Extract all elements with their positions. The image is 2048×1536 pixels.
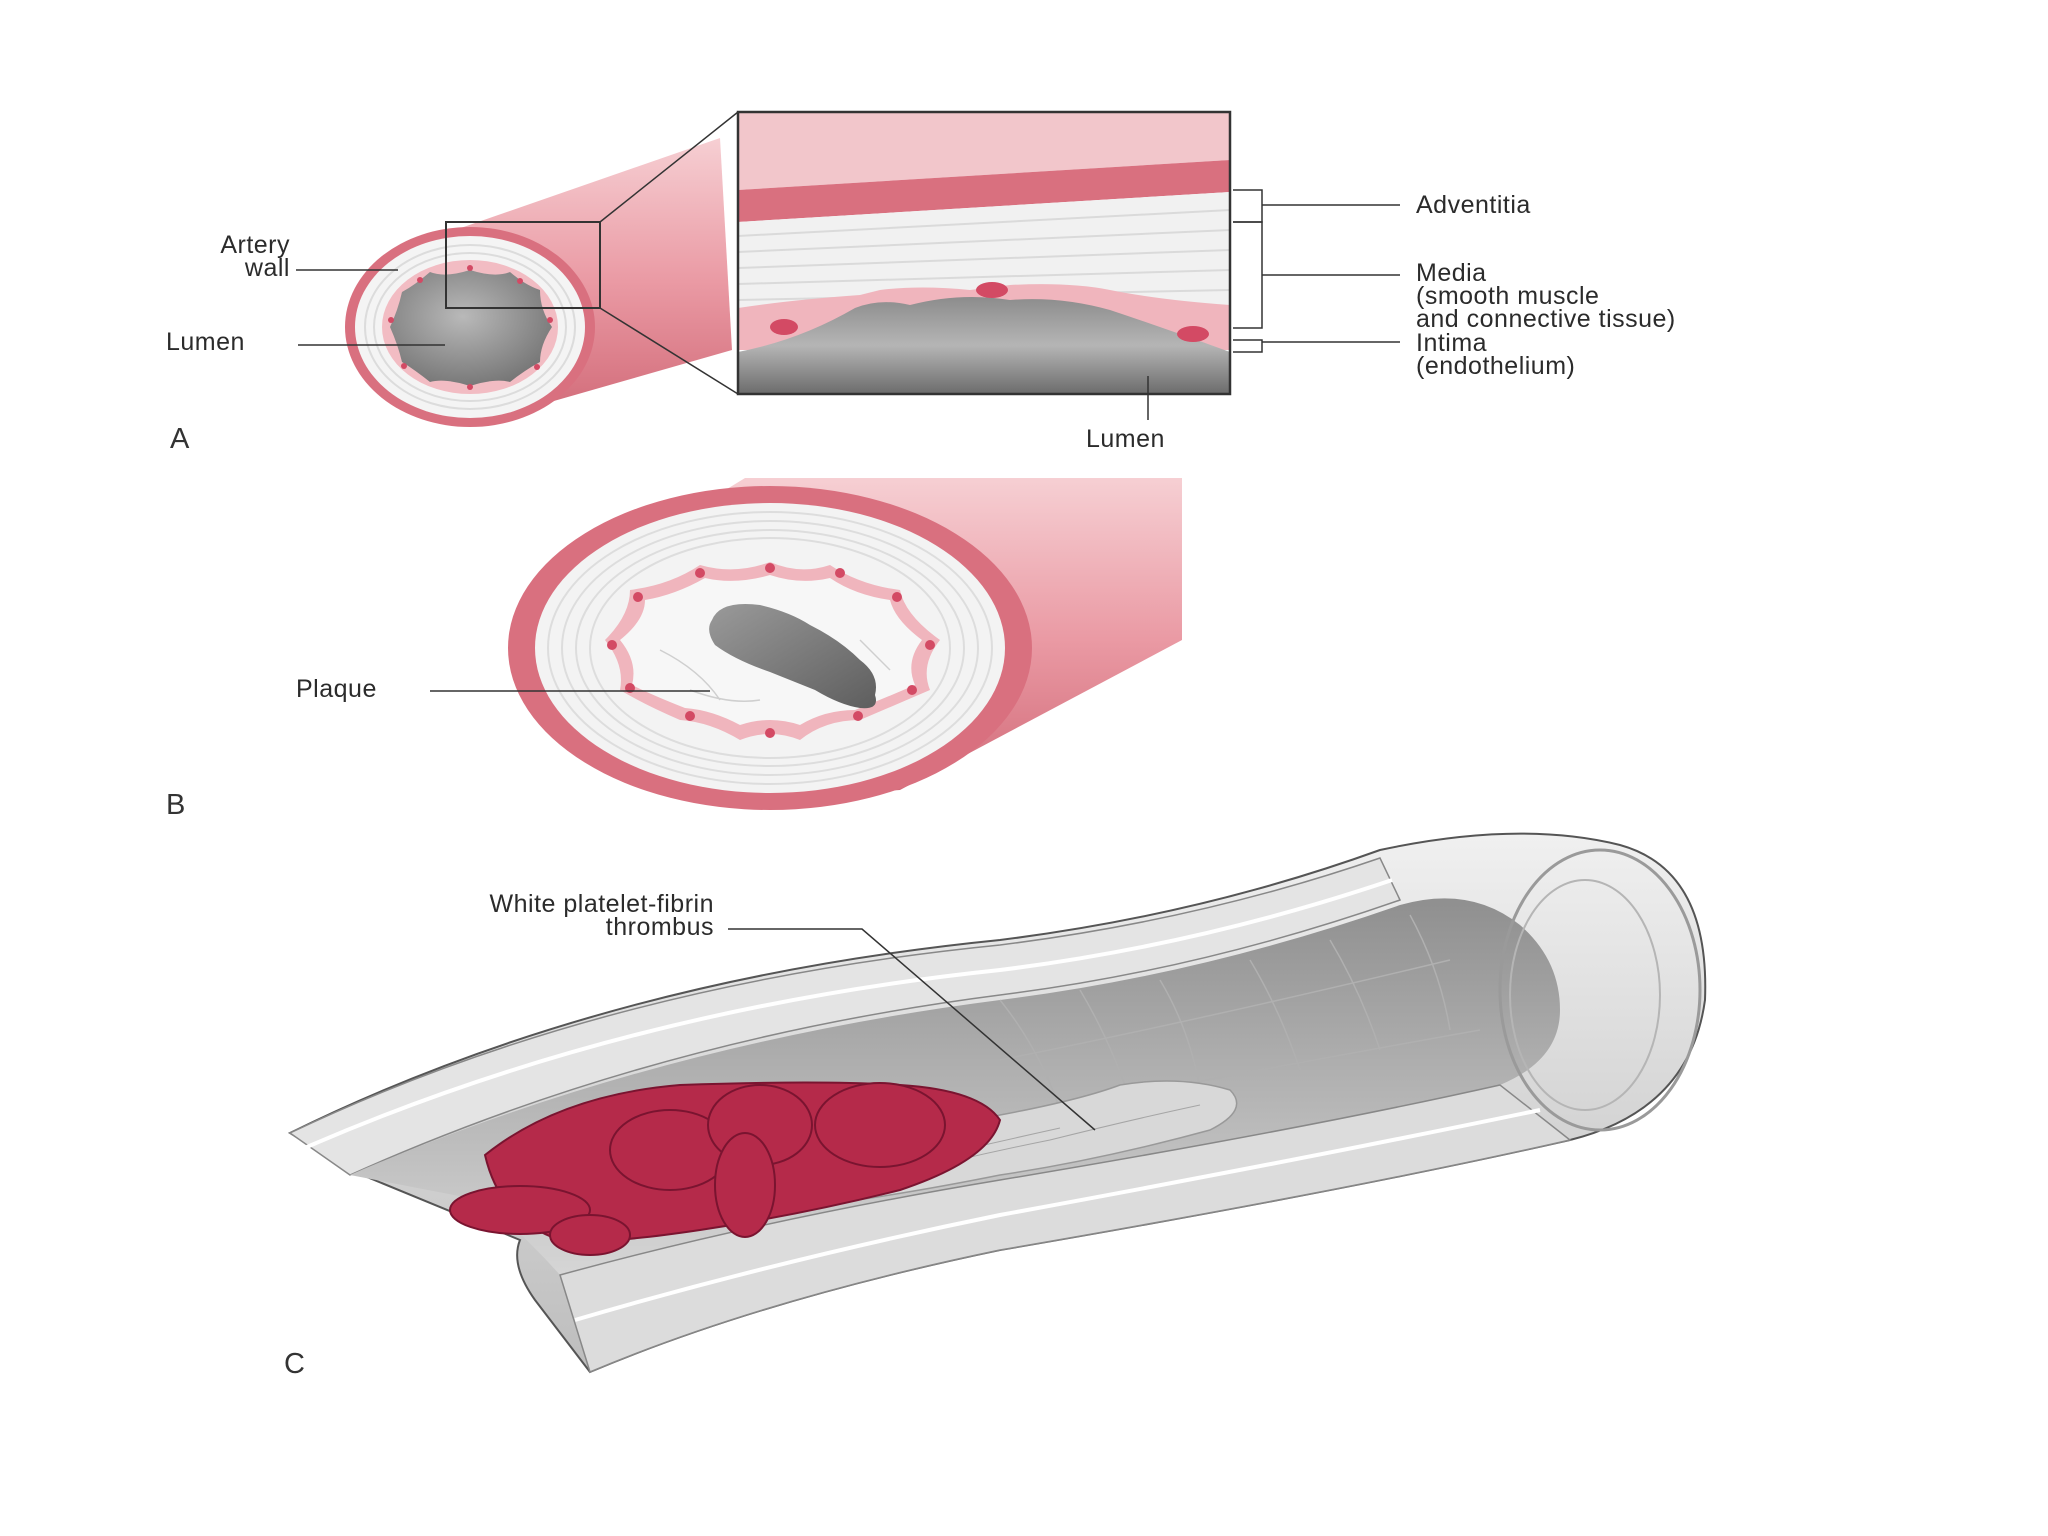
panel-b-letter: B: [166, 789, 185, 822]
artery-wall-line-2: wall: [150, 257, 290, 280]
panel-a-vessel: [345, 138, 732, 427]
panel-a-inset: [738, 112, 1230, 394]
intima-line-2: (endothelium): [1416, 355, 1575, 378]
media-line-3: and connective tissue): [1416, 308, 1676, 331]
adventitia-label: Adventitia: [1416, 194, 1531, 217]
thrombus-line-2: thrombus: [330, 916, 714, 939]
artery-wall-label: Artery wall: [150, 234, 290, 280]
panel-c-letter: C: [284, 1348, 305, 1381]
lumen-inset-label: Lumen: [1086, 428, 1165, 451]
thrombus-label: White platelet-fibrin thrombus: [330, 893, 714, 939]
lumen-left-label: Lumen: [166, 331, 245, 354]
panel-b-vessel: [508, 478, 1182, 810]
plaque-label: Plaque: [296, 678, 377, 701]
media-label: Media (smooth muscle and connective tiss…: [1416, 262, 1676, 331]
panel-a-letter: A: [170, 423, 189, 456]
intima-label: Intima (endothelium): [1416, 332, 1575, 378]
